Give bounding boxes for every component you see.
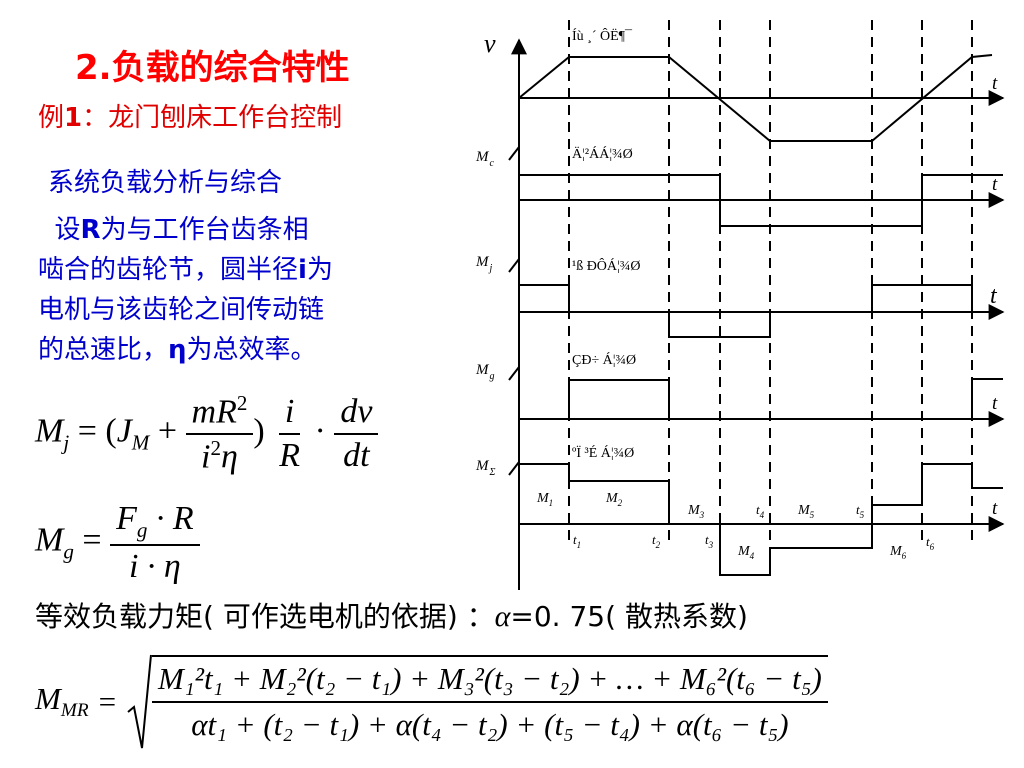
description-line-4: 的总速比，η为总效率。 — [38, 335, 317, 365]
cutting-label: ÇÐ÷ Á¦¾Ø — [572, 351, 636, 368]
msum-axis-label: MΣ — [475, 458, 496, 478]
slide-title: 2.负载的综合特性 — [75, 40, 350, 89]
segment-label-m1: M1 — [536, 491, 553, 508]
description-line-2: 啮合的齿轮节，圆半径i为 — [38, 255, 333, 285]
t-label-mg: t — [992, 393, 998, 414]
load-timing-diagram: Íù ¸´ ÔË¶¯ Ä¦²ÁÁ¦¾Ø ¹ß ÐÔÁ¦¾Ø ÇÐ÷ Á¦¾Ø º… — [475, 20, 1005, 590]
fraction-mr2: mR2 i2η — [185, 391, 254, 475]
segment-label-m2: M2 — [605, 491, 623, 508]
mg-axis-tick — [508, 366, 520, 381]
time-marker-lines — [568, 20, 973, 545]
inertia-label: ¹ß ÐÔÁ¦¾Ø — [572, 257, 640, 274]
title-text: 负载的综合特性 — [111, 48, 350, 88]
fraction-dv-dt: dv dt — [334, 393, 379, 474]
example-number: 1 — [64, 103, 83, 133]
example-heading: 例1：龙门刨床工作台控制 — [38, 97, 342, 134]
example-prefix: 例 — [38, 103, 65, 133]
v-axis-label: v — [484, 29, 496, 58]
motion-label: Íù ¸´ ÔË¶¯ — [572, 27, 633, 44]
time-label-t2: t2 — [652, 532, 661, 550]
msum-axis-tick — [508, 461, 520, 476]
friction-label: Ä¦²ÁÁ¦¾Ø — [572, 145, 633, 162]
mc-axis-tick — [508, 146, 520, 161]
equivalent-load-caption: 等效负载力矩( 可作选电机的依据) ：α=0. 75( 散热系数) — [35, 600, 748, 633]
time-label-t5: t5 — [856, 502, 865, 520]
mmr-denominator: αt₁ + (t₂ − t₁) + α(t₄ − t₂) + (t₅ − t₄)… — [191, 707, 789, 742]
section-heading: 系统负载分析与综合 — [48, 168, 283, 198]
t-label-mc: t — [992, 174, 998, 195]
formula-mj: Mj = (JM + mR2 i2η ) i R · dv dt — [35, 391, 379, 475]
description: 设R为与工作台齿条相 啮合的齿轮节，圆半径i为 电机与该齿轮之间传动链 的总速比… — [38, 210, 333, 370]
time-label-t6: t6 — [926, 534, 935, 552]
description-line-1: 设R为与工作台齿条相 — [54, 215, 309, 245]
velocity-waveform — [518, 54, 993, 142]
fraction-fg-r: Fg · R i · η — [110, 500, 200, 585]
t-label-mj: t — [990, 283, 998, 309]
t-label-v: t — [992, 73, 998, 94]
mmr-numerator: M₁²t₁ + M₂²(t₂ − t₁) + M₃²(t₃ − t₂) + … … — [152, 657, 828, 703]
formula-mmr: MMR = M₁²t₁ + M₂²(t₂ − t₁) + M₃²(t₃ − t₂… — [35, 652, 828, 752]
mg-axis-label: Mg — [475, 362, 495, 382]
resultant-torque-waveform — [519, 463, 1003, 576]
time-label-t4: t4 — [756, 502, 765, 520]
time-label-t3: t3 — [705, 532, 714, 550]
segment-label-m5: M5 — [797, 503, 815, 520]
inertia-torque-waveform — [519, 284, 973, 338]
example-text: ：龙门刨床工作台控制 — [82, 103, 343, 133]
fraction-i-r: i R — [278, 393, 301, 474]
description-line-3: 电机与该齿轮之间传动链 — [38, 295, 325, 325]
segment-label-m3: M3 — [687, 503, 705, 520]
friction-torque-waveform — [519, 174, 1003, 227]
resultant-label: ºÏ ³É Á¦¾Ø — [572, 444, 634, 461]
formula-mg: Mg = Fg · R i · η — [35, 500, 200, 585]
t-label-msum: t — [992, 498, 998, 519]
segment-label-m4: M4 — [737, 544, 755, 561]
segment-label-m6: M6 — [889, 544, 907, 561]
title-number: 2. — [75, 48, 112, 88]
cutting-torque-waveform — [519, 378, 1003, 420]
mj-axis-label: Mj — [475, 254, 493, 274]
mc-axis-label: Mc — [475, 149, 495, 169]
mj-axis-tick — [508, 258, 520, 273]
time-label-t1: t1 — [573, 532, 581, 550]
sqrt-body: M₁²t₁ + M₂²(t₂ − t₁) + M₃²(t₃ − t₂) + … … — [152, 655, 828, 747]
sqrt-sign-icon — [127, 654, 153, 749]
